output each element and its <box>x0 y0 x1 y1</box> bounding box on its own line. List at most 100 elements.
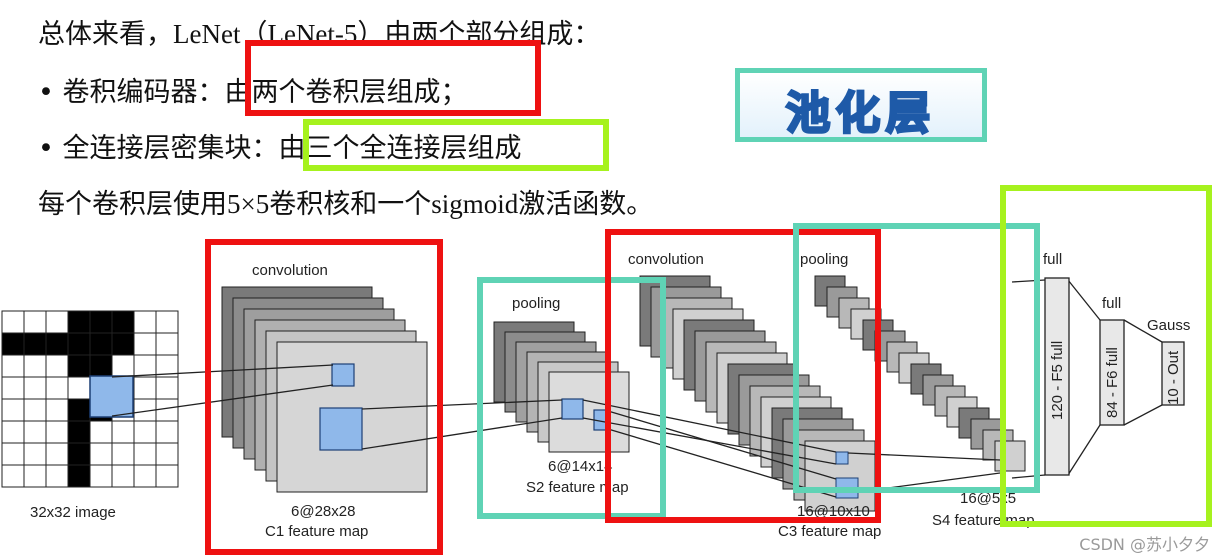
input-pixel <box>155 420 179 444</box>
input-pixel <box>133 332 157 356</box>
input-pixel <box>67 376 91 400</box>
input-pixel <box>45 332 69 356</box>
input-pixel <box>89 442 113 466</box>
conv-encoder-text-box <box>245 40 541 116</box>
intro-text-a: 总体来看， <box>38 19 173 50</box>
s2-size: 6@14x14 <box>548 458 612 475</box>
input-pixel <box>23 464 47 488</box>
c1-feature-maps <box>221 286 428 493</box>
kernel-text-c: 卷积核和一个 <box>269 189 432 220</box>
input-pixel <box>67 442 91 466</box>
input-pixel <box>89 332 113 356</box>
input-pixel <box>133 310 157 334</box>
input-pixel <box>45 310 69 334</box>
input-pixel <box>133 442 157 466</box>
pool1-highlight-box <box>477 277 666 519</box>
conv2-highlight-box <box>605 229 881 523</box>
input-pixel <box>155 310 179 334</box>
kernel-text-e: 激活函数。 <box>518 189 654 220</box>
input-pixel <box>23 420 47 444</box>
input-pixel <box>155 332 179 356</box>
c1-name: C1 feature map <box>265 523 368 540</box>
gauss-title: Gauss <box>1147 317 1190 334</box>
output-layer <box>1161 341 1185 406</box>
dense-block-label: • 全连接层密集块： <box>38 133 279 164</box>
f5-label: 120 - F5 full <box>1049 341 1066 420</box>
input-pixel <box>45 398 69 422</box>
input-pixel <box>155 442 179 466</box>
conv-encoder-label: • 卷积编码器： <box>38 77 225 108</box>
input-pixel <box>67 332 91 356</box>
input-pixel <box>23 398 47 422</box>
conv-encoder-highlight: 由两个卷积层组成； <box>224 77 468 108</box>
c1-patch-large <box>319 407 363 451</box>
input-pixel <box>133 376 157 400</box>
c1-patch-small <box>331 363 355 387</box>
f6-layer <box>1099 319 1125 426</box>
output-label: 10 - Out <box>1165 350 1182 405</box>
input-pixel <box>1 464 25 488</box>
dense-block-highlight: 由三个全连接层组成 <box>278 133 522 164</box>
input-pixel <box>133 420 157 444</box>
input-pixel <box>67 398 91 422</box>
fc-highlight-box <box>1000 185 1212 527</box>
f5-layer <box>1044 277 1070 476</box>
input-pixel <box>133 464 157 488</box>
input-pixel <box>1 310 25 334</box>
kernel-text-b: 5×5 <box>227 189 270 219</box>
input-pixel <box>45 442 69 466</box>
input-pixel <box>67 310 91 334</box>
input-pixel <box>45 420 69 444</box>
input-pixel <box>133 354 157 378</box>
input-pixel <box>45 376 69 400</box>
dense-block-text-box <box>303 119 609 171</box>
f6-label: 84 - F6 full <box>1104 347 1121 418</box>
input-pixel <box>1 354 25 378</box>
s2-map <box>548 371 630 453</box>
conv-encoder-line: • 卷积编码器：由两个卷积层组成； <box>38 70 468 109</box>
input-pixel <box>23 354 47 378</box>
input-pixel <box>89 310 113 334</box>
pool2-title: pooling <box>800 251 848 268</box>
conv1-highlight-box <box>205 239 443 555</box>
kernel-text-a: 每个卷积层使用 <box>38 189 227 220</box>
input-pixel <box>1 398 25 422</box>
kernel-line: 每个卷积层使用5×5卷积核和一个sigmoid激活函数。 <box>38 182 653 221</box>
pooling-sticker-text: 池化层 <box>785 87 936 141</box>
input-pixel <box>89 354 113 378</box>
dense-block-line: • 全连接层密集块：由三个全连接层组成 <box>38 126 522 165</box>
input-pixel <box>111 354 135 378</box>
input-pixel <box>111 442 135 466</box>
input-pixel <box>111 464 135 488</box>
input-pixel <box>1 420 25 444</box>
intro-line: 总体来看，LeNet（LeNet-5）由两个部分组成： <box>38 12 600 51</box>
input-pixel <box>45 464 69 488</box>
input-receptive-field <box>89 375 134 418</box>
input-label: 32x32 image <box>30 504 116 521</box>
watermark: CSDN @苏小夕夕 <box>1079 535 1210 554</box>
input-pixel <box>67 420 91 444</box>
input-image-grid <box>1 310 179 488</box>
s2-name: S2 feature map <box>526 479 629 496</box>
full1-title: full <box>1043 251 1062 268</box>
input-pixel <box>45 354 69 378</box>
input-pixel <box>1 442 25 466</box>
input-pixel <box>89 420 113 444</box>
input-pixel <box>23 376 47 400</box>
input-pixel <box>67 464 91 488</box>
input-pixel <box>89 464 113 488</box>
input-pixel <box>67 354 91 378</box>
input-pixel <box>1 376 25 400</box>
conv1-title: convolution <box>252 262 328 279</box>
input-pixel <box>1 332 25 356</box>
input-pixel <box>155 376 179 400</box>
c1-size: 6@28x28 <box>291 503 355 520</box>
input-pixel <box>111 332 135 356</box>
pool1-title: pooling <box>512 295 560 312</box>
input-pixel <box>23 332 47 356</box>
s2-patch-a <box>561 398 584 420</box>
c3-patch-a <box>835 451 849 465</box>
full2-title: full <box>1102 295 1121 312</box>
kernel-text-d: sigmoid <box>431 189 519 219</box>
